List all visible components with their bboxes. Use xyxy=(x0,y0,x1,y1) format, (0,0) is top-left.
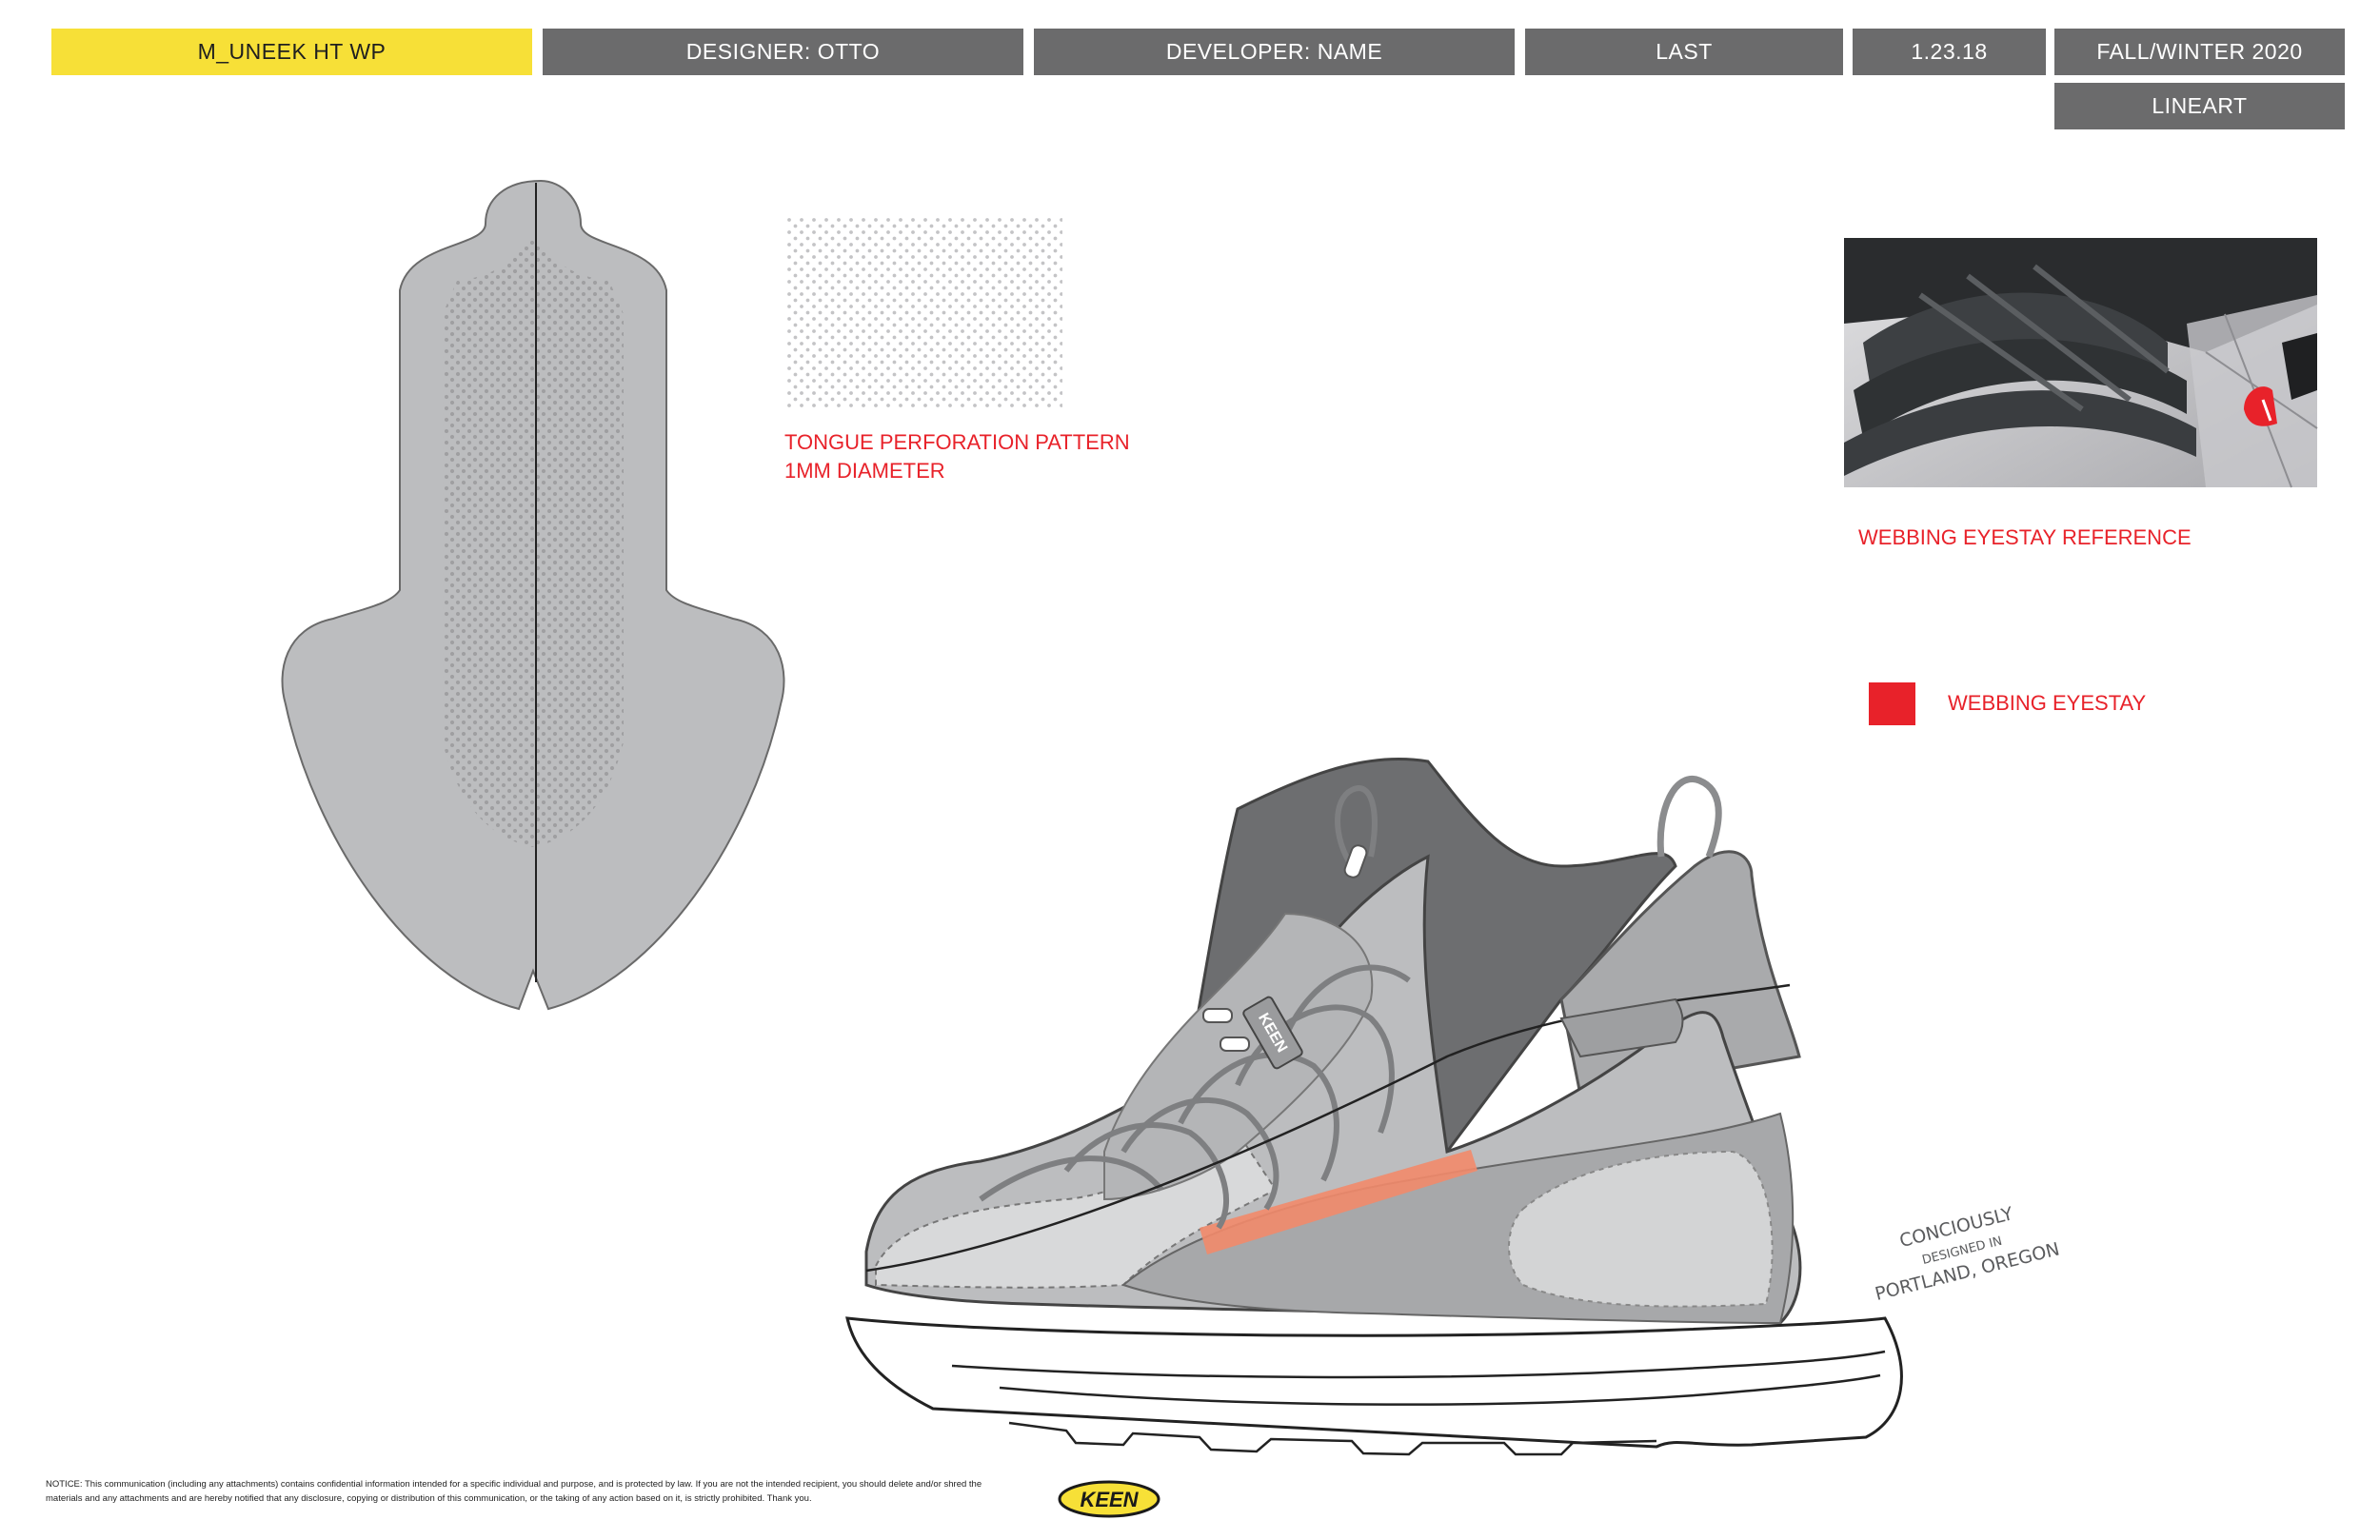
heel-pull-loop xyxy=(1656,776,1722,859)
developer-cell: DEVELOPER: NAME xyxy=(1034,29,1515,75)
midsole xyxy=(845,1316,1903,1449)
lace-toggle-1 xyxy=(1343,844,1368,879)
date-cell: 1.23.18 xyxy=(1853,29,2046,75)
webbing-reference-label: WEBBING EYESTAY REFERENCE xyxy=(1858,525,2192,549)
midsole-line-1 xyxy=(951,1350,1886,1379)
lateral-print: CONCIOUSLY DESIGNED IN PORTLAND, OREGON xyxy=(1873,1203,2061,1305)
perforation-swatch xyxy=(786,217,1062,407)
outsole-lugs xyxy=(1008,1421,1657,1456)
lace-toggle-3 xyxy=(1220,1037,1250,1052)
webbing-legend-swatch xyxy=(1869,682,1915,725)
webbing-eyestay xyxy=(1200,1150,1478,1254)
keen-logo-text: KEEN xyxy=(1080,1488,1139,1511)
perforation-size: 1MM DIAMETER xyxy=(784,459,945,483)
legal-notice: NOTICE: This communication (including an… xyxy=(46,1479,982,1504)
tongue-perforation-zone xyxy=(443,233,624,847)
view-cell: LINEART xyxy=(2054,83,2345,129)
laces xyxy=(979,785,1411,1230)
perforation-title: TONGUE PERFORATION PATTERN xyxy=(784,430,1130,454)
shoe-lineart: KEEN CONCIOUSLY DESIGNED IN PORTLAND, OR… xyxy=(845,758,2062,1456)
heel-panel xyxy=(1508,1150,1774,1308)
midsole-line-2 xyxy=(999,1373,1881,1406)
style-name-cell: M_UNEEK HT WP xyxy=(51,29,532,75)
perforation-label: TONGUE PERFORATION PATTERN 1MM DIAMETER xyxy=(784,428,1130,485)
designer-cell: DESIGNER: OTTO xyxy=(543,29,1023,75)
webbing-legend-label: WEBBING EYESTAY xyxy=(1948,691,2147,715)
lace-toggle-2 xyxy=(1202,1008,1233,1023)
keen-logo: KEEN xyxy=(1058,1480,1160,1518)
tongue-pattern-drawing xyxy=(281,179,785,1011)
last-cell: LAST xyxy=(1525,29,1843,75)
tongue-logo-tab xyxy=(1242,996,1303,1070)
webbing-reference-photo xyxy=(1844,238,2318,488)
season-cell: FALL/WINTER 2020 xyxy=(2054,29,2345,75)
heel-band xyxy=(1559,997,1684,1058)
